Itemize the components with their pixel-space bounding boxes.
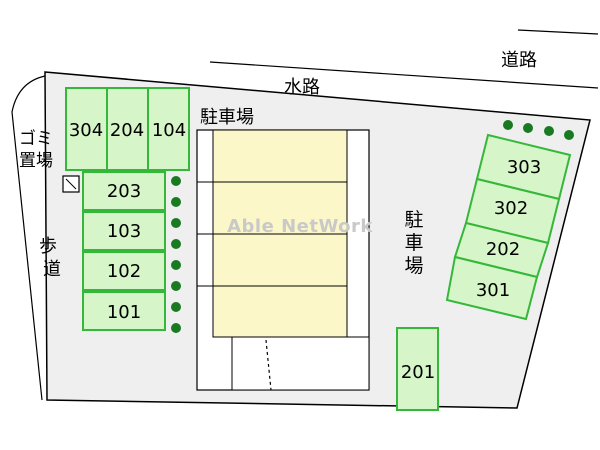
parking-space xyxy=(82,251,166,291)
parking-group-right: 303 302 202 301 xyxy=(445,133,572,321)
road-edge-line xyxy=(517,29,599,35)
parking-space-label: 201 xyxy=(401,362,435,383)
parking-space-label: 202 xyxy=(486,239,520,260)
road-edge-line xyxy=(209,61,599,89)
parking-space xyxy=(65,87,108,171)
sidewalk-label-char: 歩 xyxy=(39,236,57,257)
parking-group-left: 203 103 102 101 xyxy=(82,171,166,331)
parking-space-label: 204 xyxy=(110,120,144,141)
sidewalk-edge-line xyxy=(11,75,46,401)
parking-label-right-char: 場 xyxy=(404,255,423,277)
tree-icon xyxy=(171,176,181,186)
garbage-label: 置場 xyxy=(19,151,53,171)
building-annex xyxy=(231,336,370,391)
parking-space xyxy=(147,87,190,171)
parking-space-label: 102 xyxy=(107,261,141,282)
dashed-line xyxy=(265,339,272,391)
tree-icon xyxy=(564,130,574,140)
watermark: Able NetWork xyxy=(227,216,373,237)
parking-space xyxy=(82,171,166,211)
parking-space xyxy=(445,255,539,321)
parking-space xyxy=(82,211,166,251)
tree-icon xyxy=(171,197,181,207)
waterway-label: 水路 xyxy=(284,77,320,98)
tree-icon xyxy=(503,120,513,130)
tree-icon xyxy=(171,239,181,249)
garbage-label: ゴミ xyxy=(19,128,53,149)
parking-space-label: 104 xyxy=(152,120,186,141)
sidewalk-label-char: 道 xyxy=(43,259,61,280)
parking-label-top: 駐車場 xyxy=(200,107,254,128)
parking-space xyxy=(396,327,439,411)
parking-space-label: 304 xyxy=(69,120,103,141)
garbage-station-mark xyxy=(65,178,77,190)
road-label: 道路 xyxy=(501,50,537,71)
parking-space-label: 203 xyxy=(107,181,141,202)
tree-icon xyxy=(171,260,181,270)
tree-icon xyxy=(171,302,181,312)
parking-group-top: 304 204 104 xyxy=(65,87,190,171)
tree-row-top-right xyxy=(503,120,574,140)
tree-icon xyxy=(171,281,181,291)
parking-space-label: 103 xyxy=(107,221,141,242)
parking-label-right-char: 駐 xyxy=(404,209,423,231)
tree-icon xyxy=(544,126,554,136)
parking-space-label: 303 xyxy=(507,157,541,178)
parking-space xyxy=(106,87,149,171)
tree-icon xyxy=(171,323,181,333)
tree-row-left xyxy=(171,176,181,333)
parking-space-label: 101 xyxy=(107,302,141,323)
parking-label-right-char: 車 xyxy=(404,232,423,254)
tree-icon xyxy=(171,218,181,228)
parking-space-label: 301 xyxy=(476,280,510,301)
parking-space-label: 302 xyxy=(494,198,528,219)
parking-space xyxy=(82,291,166,331)
tree-icon xyxy=(523,123,533,133)
